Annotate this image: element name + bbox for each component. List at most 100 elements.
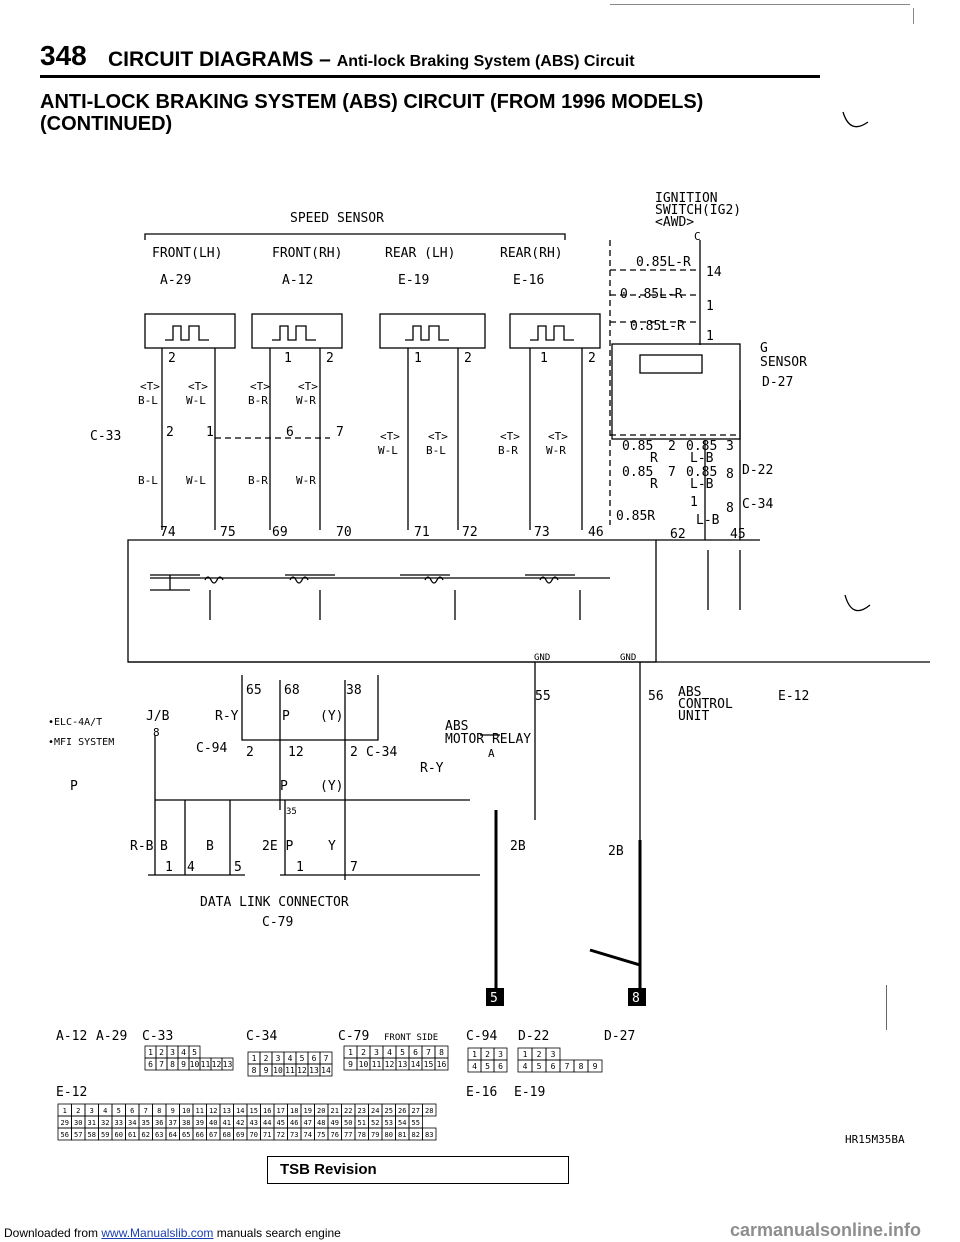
- wire-code: Y: [328, 839, 336, 854]
- front-side-label: FRONT SIDE: [384, 1033, 438, 1043]
- pin-number: 79: [371, 1131, 379, 1139]
- lower-labels: •ELC-4A/T •MFI SYSTEM J/B 8 R-Y P (Y) C-…: [48, 709, 624, 930]
- pin-number: 7: [426, 1048, 431, 1057]
- ignition-labels: IGNITION SWITCH(IG2) <AWD> C 0.85L-R 14 …: [620, 191, 741, 344]
- connector-label: E-19: [514, 1085, 545, 1100]
- wire-tag: <T>: [188, 380, 208, 393]
- pin-number: 28: [425, 1107, 433, 1115]
- pin-label: 1: [296, 860, 304, 875]
- connector-label: C-33: [142, 1029, 173, 1044]
- speed-sensor-bracket: [144, 233, 566, 240]
- pin-number: 13: [398, 1060, 408, 1069]
- pin-number: 6: [413, 1048, 418, 1057]
- pin-number: 14: [236, 1107, 244, 1115]
- relay-labels: ABS MOTOR RELAY A R-Y: [420, 719, 531, 776]
- pin-number: 69: [236, 1131, 244, 1139]
- ecu-connector: E-12: [778, 689, 809, 704]
- system-label: •MFI SYSTEM: [48, 737, 114, 748]
- g-sensor-label: G: [760, 341, 768, 356]
- pin-number: 2: [485, 1050, 490, 1059]
- pin-number: 3: [90, 1107, 94, 1115]
- pin-number: 76: [331, 1131, 339, 1139]
- wire-code: W-R: [546, 444, 566, 457]
- pin-number: 9: [171, 1107, 175, 1115]
- pin-number: 4: [523, 1062, 528, 1071]
- pin-label: 14: [706, 265, 722, 280]
- wire-tag: <T>: [298, 380, 318, 393]
- ecu-sensor-pins: 74 75 69 70 71 72 73 46: [160, 525, 604, 540]
- margin-tick: [913, 8, 914, 24]
- wire-tag: <T>: [428, 430, 448, 443]
- pin-label: 2: [668, 439, 676, 454]
- pin-label: 12: [288, 745, 304, 760]
- footer-watermark: carmanualsonline.info: [730, 1220, 922, 1240]
- pin-label: 2: [464, 351, 472, 366]
- pin-cell: [434, 1057, 449, 1071]
- pin-number: 59: [101, 1131, 109, 1139]
- sensor-box-rear-rh: [509, 313, 601, 349]
- pin-number: 27: [412, 1107, 420, 1115]
- pin-label: 65: [246, 683, 262, 698]
- pin-number: 6: [312, 1054, 317, 1063]
- pin-number: 66: [196, 1131, 204, 1139]
- pin-number: 1: [348, 1048, 353, 1057]
- pin-label: 45: [730, 527, 746, 542]
- pin-number: 54: [398, 1119, 406, 1127]
- wire-code: B-R: [498, 444, 518, 457]
- connector-label: C-94: [196, 741, 227, 756]
- pin-label: 71: [414, 525, 430, 540]
- pin-cell: [493, 1059, 508, 1073]
- pin-number: 13: [223, 1060, 233, 1069]
- pin-label: 75: [220, 525, 236, 540]
- ecu-g-lines: [707, 550, 741, 610]
- pin-number: 9: [593, 1062, 598, 1071]
- pin-number: 77: [344, 1131, 352, 1139]
- pin-number: 41: [223, 1119, 231, 1127]
- ignition-terminal: C: [694, 230, 701, 243]
- header-dash: –: [319, 48, 331, 71]
- margin-bar: [886, 985, 887, 1030]
- pin-number: 7: [144, 1107, 148, 1115]
- pin-label: 1: [165, 860, 173, 875]
- pin-label: 1: [206, 425, 214, 440]
- pin-label: 2: [168, 351, 176, 366]
- pin-number: 39: [196, 1119, 204, 1127]
- pin-number: 26: [398, 1107, 406, 1115]
- ignition-label: SWITCH(IG2): [655, 203, 741, 218]
- ground-5-label: 5: [490, 991, 498, 1006]
- footer-site-link[interactable]: www.Manualslib.com: [101, 1226, 214, 1240]
- wire-code: 0.85L-R: [630, 319, 685, 334]
- wire-code: 2B: [608, 844, 624, 859]
- pin-number: 1: [148, 1048, 153, 1057]
- pin-number: 53: [385, 1119, 393, 1127]
- ignition-label: IGNITION: [655, 191, 718, 206]
- sensor-box-front-rh: [251, 313, 343, 349]
- pin-number: 83: [425, 1131, 433, 1139]
- pin-number: 1: [252, 1054, 257, 1063]
- pin-number: 31: [88, 1119, 96, 1127]
- pin-number: 9: [348, 1060, 353, 1069]
- page-title: ANTI-LOCK BRAKING SYSTEM (ABS) CIRCUIT (…: [40, 91, 840, 135]
- tsb-label: TSB Revision: [280, 1161, 377, 1178]
- c33-connector-label: C-33: [90, 429, 121, 444]
- wire-code: P: [280, 779, 288, 794]
- wire-code: 0.85: [686, 465, 717, 480]
- wire-code: B: [206, 839, 214, 854]
- wire-code: 0.85: [686, 439, 717, 454]
- pin-label: 1: [540, 351, 548, 366]
- wire-code: L-B: [696, 513, 720, 528]
- pin-label: 2: [326, 351, 334, 366]
- connector-label: D-22: [742, 463, 773, 478]
- pin-number: 6: [130, 1107, 134, 1115]
- pin-number: 6: [551, 1062, 556, 1071]
- wire-code: 2B: [510, 839, 526, 854]
- pin-number: 15: [424, 1060, 434, 1069]
- pin-label: 8: [726, 501, 734, 516]
- pin-number: 75: [317, 1131, 325, 1139]
- footer-source: Downloaded from www.Manualslib.com manua…: [4, 1226, 341, 1240]
- sensor-connector-rear-lh: E-19: [398, 273, 429, 288]
- ecu-box: [127, 539, 657, 663]
- wire-code: 0.85: [622, 465, 653, 480]
- pin-number: 42: [236, 1119, 244, 1127]
